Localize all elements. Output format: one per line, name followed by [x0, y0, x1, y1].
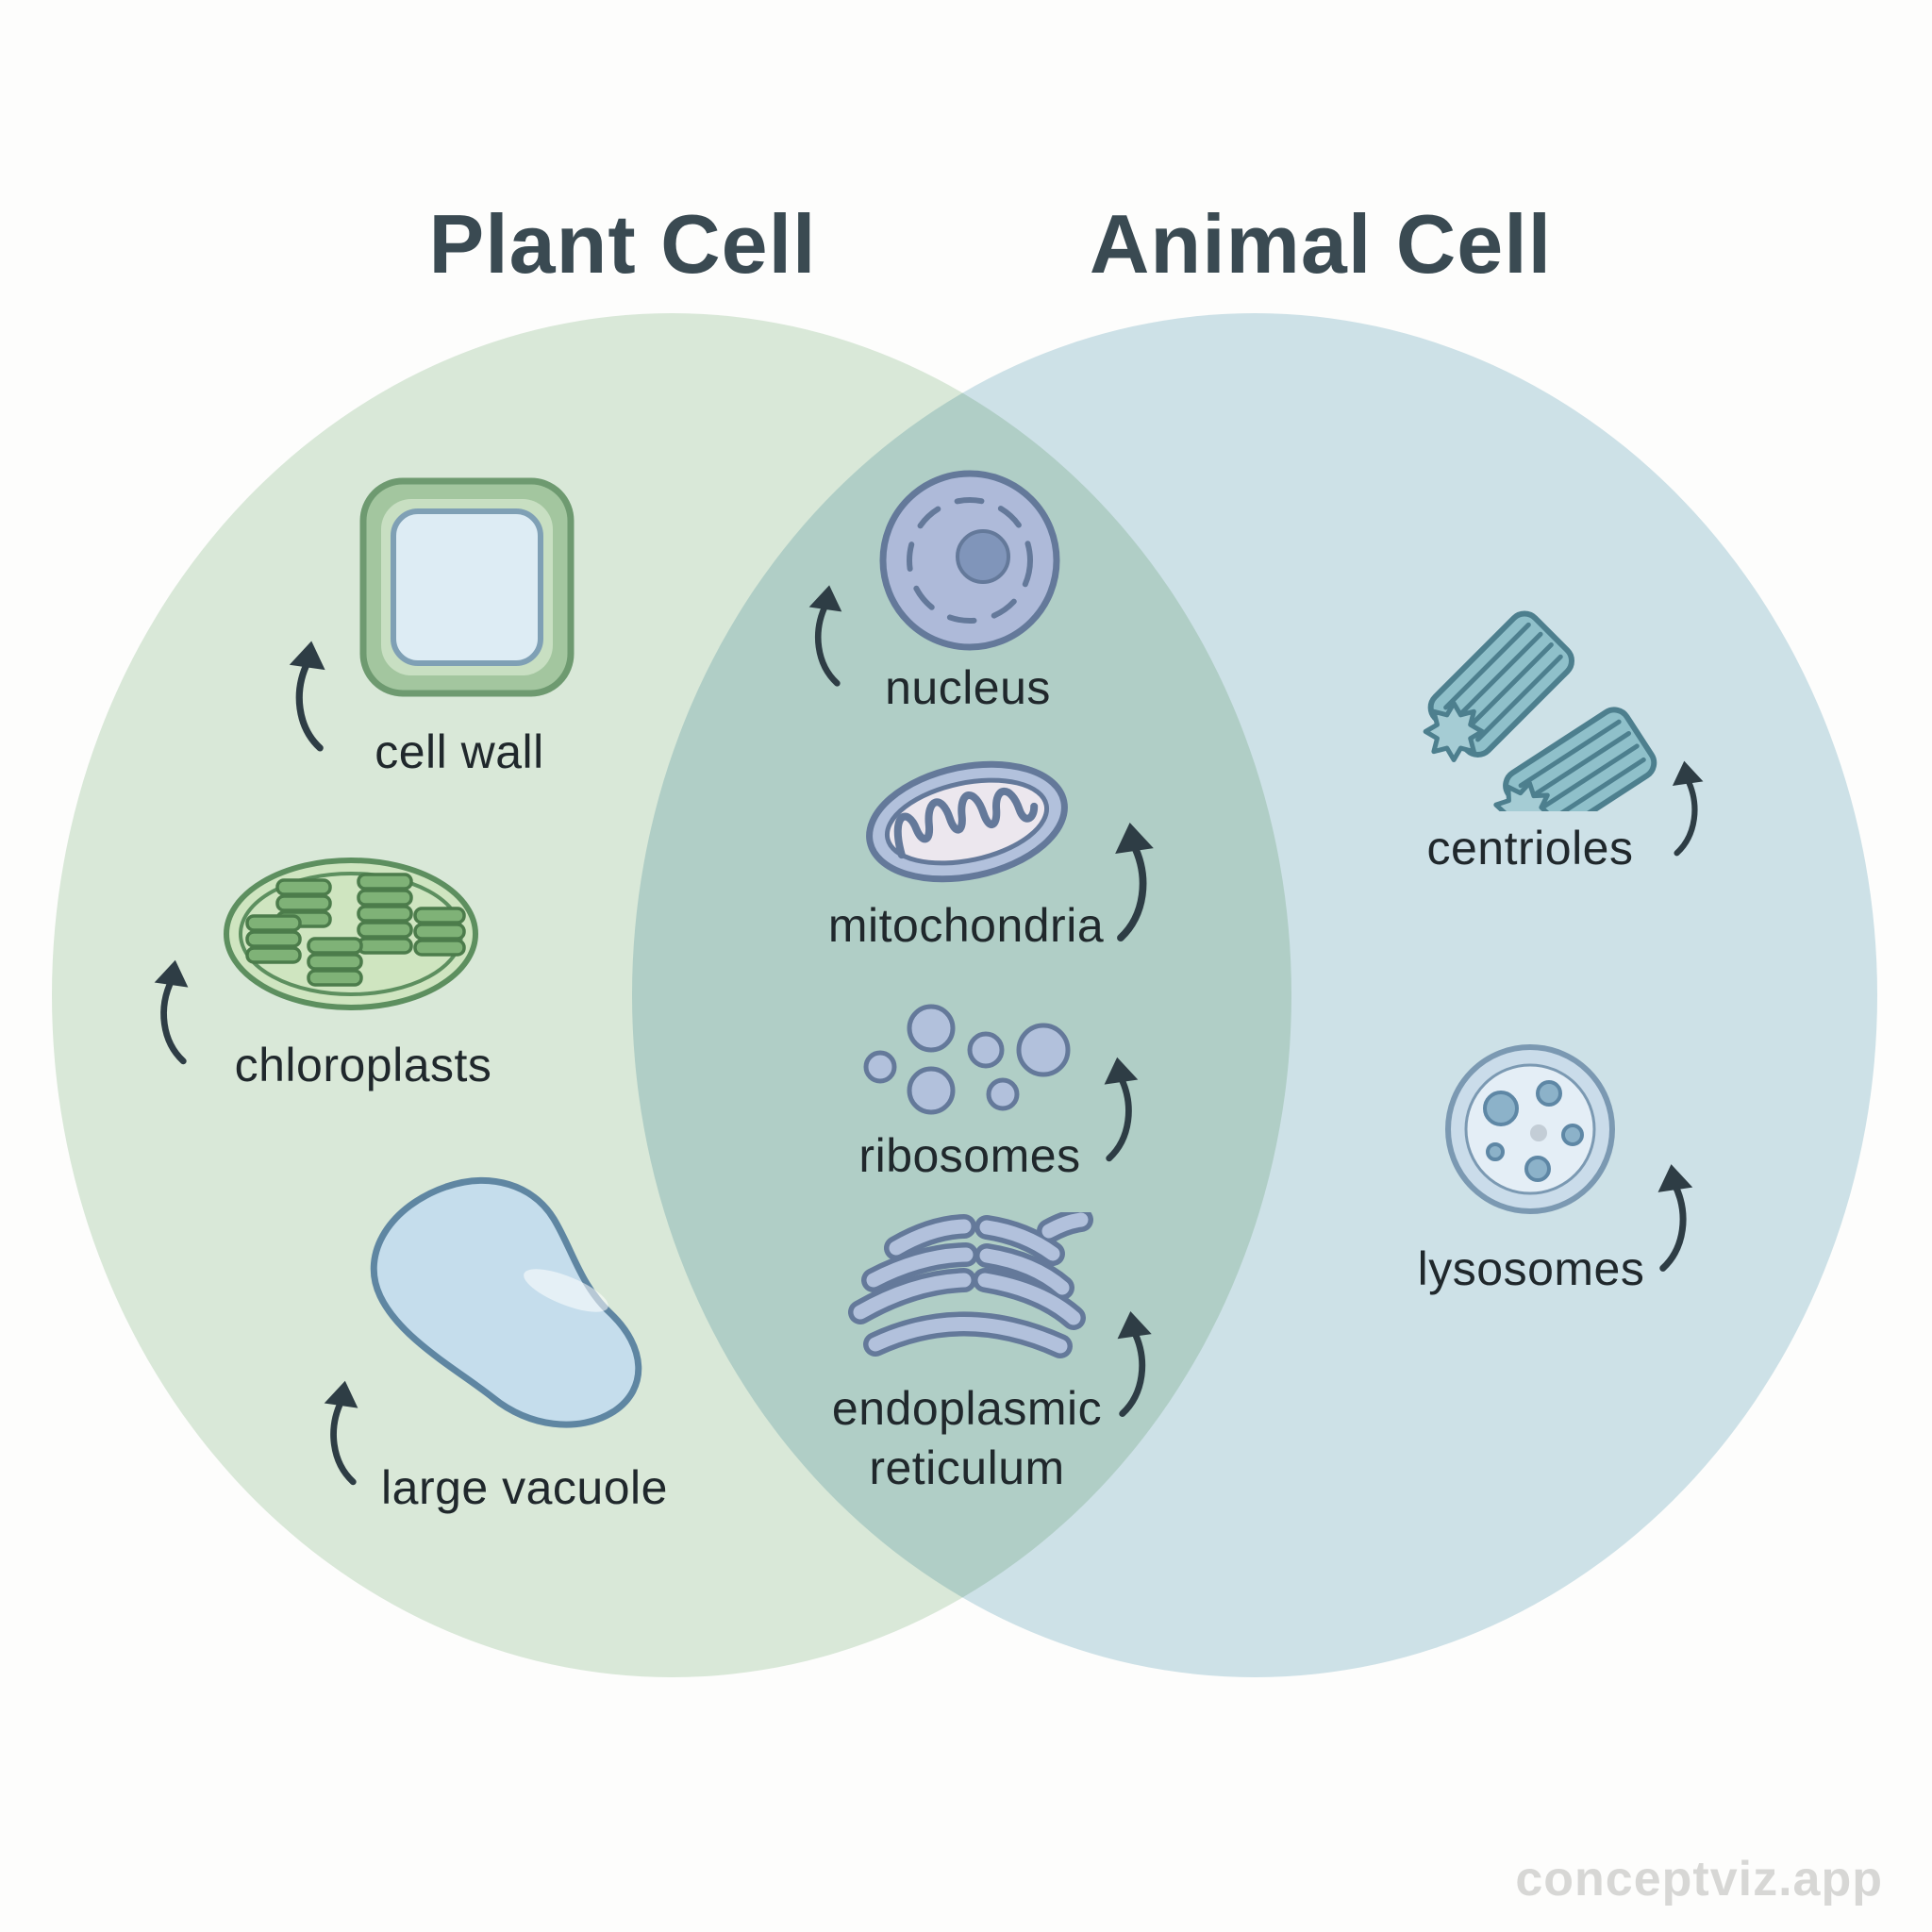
centriole-1: [1423, 610, 1575, 762]
nucleus-label: nucleus: [885, 661, 1051, 714]
lysosomes-label: lysosomes: [1417, 1242, 1645, 1295]
centrioles-label: centrioles: [1426, 822, 1634, 874]
mitochondria-label: mitochondria: [827, 899, 1105, 952]
endoplasmic-reticulum-arrow-icon: [1117, 1311, 1152, 1417]
lysosome-icon: [1445, 1044, 1615, 1214]
large-vacuole-icon: [370, 1177, 642, 1428]
ribosomes-icon: [863, 1004, 1071, 1115]
endoplasmic-reticulum-label-line2: reticulum: [869, 1441, 1065, 1494]
plant-cell-title: Plant Cell: [428, 197, 817, 291]
cell-wall-label: cell wall: [375, 725, 544, 778]
centrioles-arrow-icon: [1672, 760, 1704, 857]
endoplasmic-reticulum-label: endoplasmic reticulum: [832, 1379, 1102, 1498]
watermark: conceptviz.app: [1515, 1852, 1883, 1907]
cell-wall-icon: [359, 477, 575, 697]
animal-cell-circle: [632, 313, 1877, 1677]
chloroplasts-label: chloroplasts: [234, 1039, 492, 1091]
lysosomes-arrow-icon: [1657, 1164, 1693, 1272]
grana-stacks: [245, 873, 466, 987]
chloroplasts-arrow-icon: [154, 959, 189, 1065]
centrioles-icon: [1423, 610, 1657, 811]
nucleus-icon: [879, 470, 1060, 651]
chloroplast-icon: [224, 858, 478, 1010]
large-vacuole-arrow-icon: [324, 1380, 358, 1486]
cell-wall-arrow-icon: [289, 641, 325, 752]
mitochondria-icon: [866, 760, 1068, 883]
nucleus-arrow-icon: [808, 585, 842, 687]
mitochondria-arrow-icon: [1115, 823, 1154, 941]
large-vacuole-label: large vacuole: [381, 1461, 668, 1514]
ribosomes-arrow-icon: [1104, 1057, 1139, 1162]
centriole-2: [1493, 707, 1657, 811]
animal-cell-title: Animal Cell: [1089, 197, 1553, 291]
endoplasmic-reticulum-label-line1: endoplasmic: [831, 1382, 1103, 1435]
endoplasmic-reticulum-icon: [848, 1212, 1093, 1358]
ribosomes-label: ribosomes: [858, 1129, 1081, 1182]
